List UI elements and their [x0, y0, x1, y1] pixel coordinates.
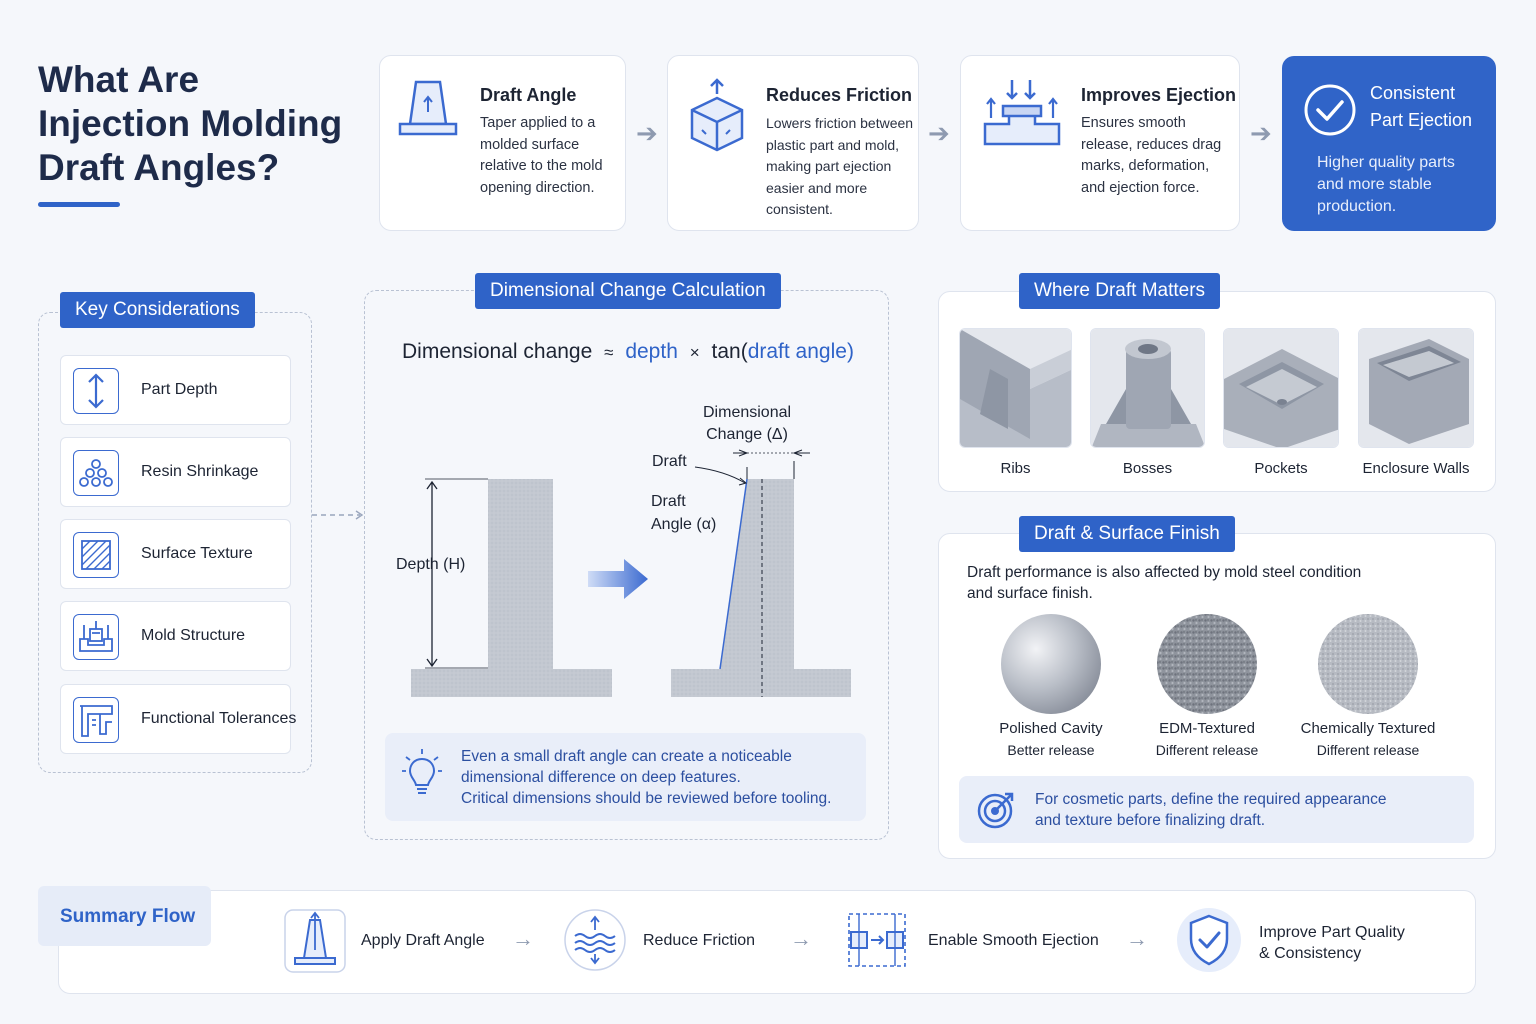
ejection-icon: [983, 80, 1061, 146]
surface-finish-label: Draft & Surface Finish: [1019, 516, 1235, 552]
summary-step-label: Reduce Friction: [643, 932, 756, 949]
title-underline: [38, 202, 120, 207]
card-title: Draft Angle: [480, 85, 577, 105]
key-considerations-label: Key Considerations: [60, 292, 255, 328]
list-item-label: Surface Texture: [141, 545, 253, 562]
title-line-1: What Are: [38, 59, 200, 100]
ribs-image: [959, 328, 1072, 448]
surface-finish-intro: Draft performance is also affected by mo…: [967, 564, 1362, 602]
dimensional-formula: Dimensional change ≈ depth × tan(draft a…: [402, 340, 854, 363]
final-card-title: Consistent Part Ejection: [1370, 83, 1473, 130]
title-line-3: Draft Angles?: [38, 147, 280, 188]
list-item: Surface Texture: [60, 519, 291, 589]
ribs-caption: Ribs: [1000, 460, 1031, 477]
summary-step-label: Enable Smooth Ejection: [928, 932, 1099, 949]
sample-note: Better release: [1007, 742, 1095, 758]
sample-name: EDM-Textured: [1159, 720, 1255, 737]
title-line-2: Injection Molding: [38, 103, 343, 144]
straight-wall-diagram: [411, 478, 612, 697]
card-title: Improves Ejection: [1081, 85, 1237, 105]
sample-note: Different release: [1155, 742, 1259, 758]
surface-finish-note: For cosmetic parts, define the required …: [959, 776, 1474, 843]
drafted-wall-diagram: [671, 449, 851, 697]
card-title: Reduces Friction: [766, 85, 913, 105]
shield-check-icon: [1177, 908, 1241, 972]
note-text: Even a small draft angle can create a no…: [461, 748, 832, 807]
list-item: Resin Shrinkage: [60, 437, 291, 507]
edm-textured-sample: [1157, 614, 1257, 714]
enclosure-walls-image: [1358, 328, 1474, 448]
list-item-label: Mold Structure: [141, 627, 246, 644]
mold-structure-icon: [73, 614, 119, 660]
list-item-label: Resin Shrinkage: [141, 463, 259, 480]
summary-flow-label: Summary Flow: [38, 886, 211, 946]
pockets-image: [1223, 328, 1339, 448]
bosses-image: [1090, 328, 1205, 448]
where-draft-label: Where Draft Matters: [1019, 273, 1221, 309]
card-reduces-friction: Reduces Friction Lowers friction between…: [667, 55, 919, 231]
sample-name: Polished Cavity: [999, 720, 1103, 737]
arrow-right-icon: →: [1126, 926, 1148, 951]
arrow-right-icon: →: [512, 926, 534, 951]
chemically-textured-sample: [1318, 614, 1418, 714]
dimensional-change-label: Dimensional Change Calculation: [475, 273, 781, 309]
vertical-arrows-icon: [73, 368, 119, 414]
summary-step-label: Apply Draft Angle: [361, 932, 485, 949]
arrow-right-icon: ➔: [1250, 118, 1272, 148]
check-circle-icon: [1304, 84, 1356, 136]
dimensional-note: Even a small draft angle can create a no…: [385, 733, 866, 821]
wave-icon: [564, 909, 626, 971]
list-item-label: Functional Tolerances: [141, 710, 297, 727]
enclosure-walls-caption: Enclosure Walls: [1362, 460, 1470, 477]
polished-cavity-sample: [1001, 614, 1101, 714]
note-text: For cosmetic parts, define the required …: [1035, 791, 1387, 829]
sample-name: Chemically Textured: [1300, 720, 1436, 737]
bosses-caption: Bosses: [1122, 460, 1173, 477]
list-item-label: Part Depth: [141, 381, 218, 398]
lightbulb-icon: [402, 749, 442, 794]
draft-taper-icon: [398, 80, 458, 136]
page-title: What Are Injection Molding Draft Angles?: [38, 58, 368, 190]
arrow-right-icon: ➔: [928, 118, 950, 148]
caliper-icon: [73, 697, 119, 743]
hatch-texture-icon: [73, 532, 119, 578]
card-consistent-ejection: Consistent Part Ejection Higher quality …: [1282, 56, 1496, 231]
cube-friction-icon: [690, 78, 744, 152]
summary-step-label: Improve Part Quality & Consistency: [1259, 924, 1405, 962]
transform-arrow-icon: [588, 559, 648, 599]
arrow-right-icon: ➔: [636, 118, 658, 148]
target-icon: [977, 792, 1014, 829]
list-item: Mold Structure: [60, 601, 291, 671]
connector-arrow-icon: [312, 510, 364, 520]
pellets-icon: [73, 450, 119, 496]
dimensional-change-label-text: Dimensional Change (Δ): [703, 404, 792, 443]
list-item: Part Depth: [60, 355, 291, 425]
list-item: Functional Tolerances: [60, 684, 296, 754]
arrow-right-icon: →: [790, 926, 812, 951]
depth-label: Depth (H): [396, 556, 466, 573]
ejection-mold-icon: [848, 913, 906, 967]
draft-taper-icon: [284, 909, 346, 973]
sample-note: Different release: [1316, 742, 1420, 758]
draft-angle-label: Draft Angle (α): [651, 493, 717, 533]
pockets-caption: Pockets: [1254, 460, 1308, 477]
draft-label: Draft: [652, 453, 687, 470]
